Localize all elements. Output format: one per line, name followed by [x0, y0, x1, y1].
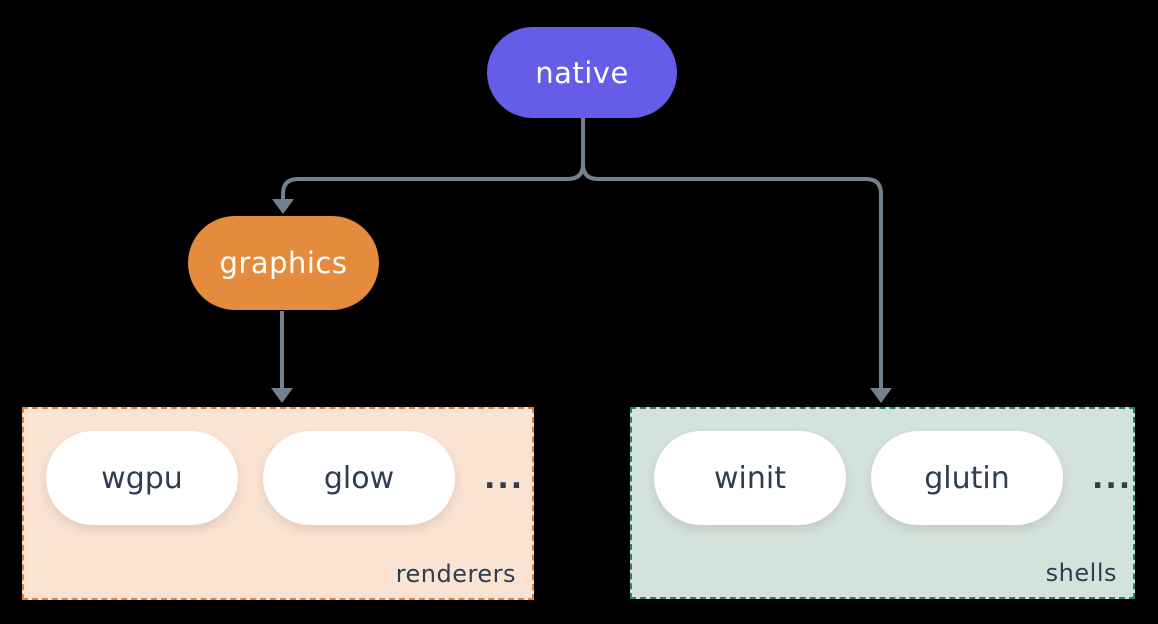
- node-native-label: native: [535, 55, 629, 90]
- arrowhead-to-renderers: [271, 388, 293, 403]
- crate-pill-wgpu-label: wgpu: [101, 460, 183, 496]
- shells-ellipsis: ...: [1092, 460, 1133, 496]
- crate-pill-winit-label: winit: [714, 460, 786, 496]
- crate-pill-glow-label: glow: [323, 460, 395, 496]
- node-graphics-label: graphics: [219, 246, 348, 280]
- group-renderers: wgpu glow ... renderers: [22, 407, 534, 600]
- shells-pill-row: winit glutin ...: [632, 409, 1133, 525]
- group-shells: winit glutin ... shells: [630, 407, 1135, 599]
- edge-native-graphics: [281, 118, 585, 200]
- crate-pill-glow: glow: [263, 431, 455, 525]
- renderers-pill-row: wgpu glow ...: [24, 409, 532, 525]
- renderers-ellipsis: ...: [484, 460, 525, 496]
- crate-pill-glutin: glutin: [871, 431, 1063, 525]
- shells-group-label: shells: [1045, 559, 1117, 587]
- node-graphics: graphics: [188, 216, 379, 310]
- crate-pill-wgpu: wgpu: [46, 431, 238, 525]
- arrowhead-to-graphics: [272, 199, 294, 214]
- arrowhead-to-shells: [870, 388, 892, 403]
- node-native: native: [487, 27, 677, 118]
- crate-pill-glutin-label: glutin: [924, 460, 1010, 496]
- edge-native-shells: [581, 118, 883, 389]
- renderers-group-label: renderers: [395, 560, 516, 588]
- crate-pill-winit: winit: [654, 431, 846, 525]
